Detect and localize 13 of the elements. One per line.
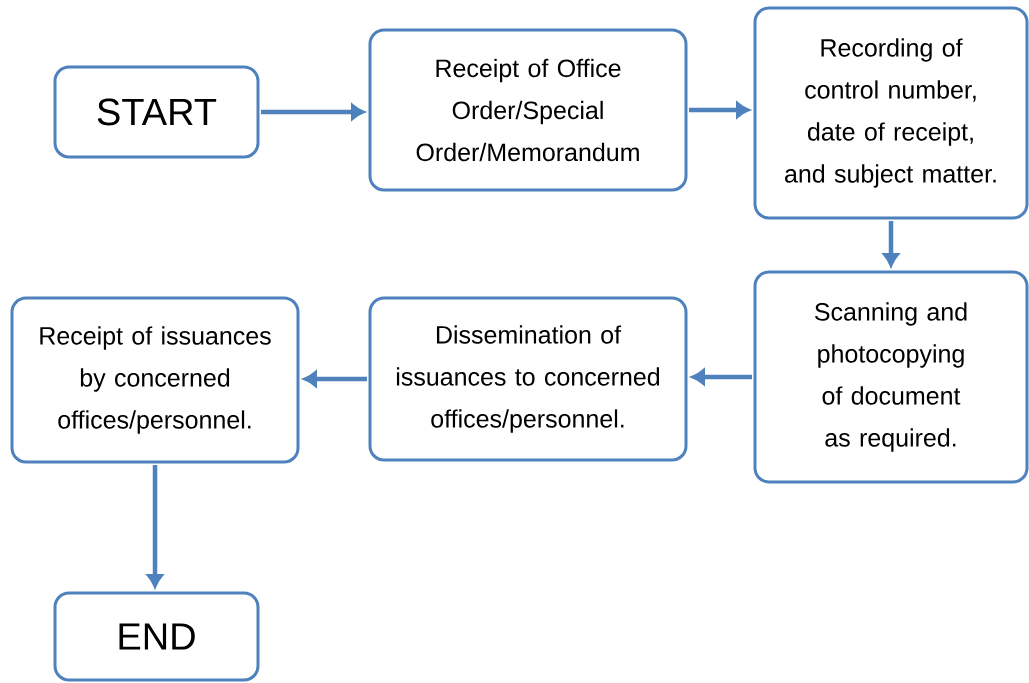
process-box: Dissemination of issuances to concerned offices/personnel.: [368, 296, 688, 462]
arrow: [147, 465, 163, 588]
arrow: [883, 221, 899, 267]
arrow: [261, 104, 365, 120]
arrow: [689, 102, 750, 118]
process-box: END: [53, 591, 260, 682]
process-box: Receipt of Office Order/Special Order/Memorandum: [368, 28, 688, 192]
process-box: Scanning and photocopying of document as required.: [753, 270, 1029, 484]
process-box: Receipt of issuances by concerned offices/personnel.: [10, 296, 300, 464]
process-box: Recording of control number, date of receipt, and subject matter.: [753, 6, 1029, 220]
process-box: START: [53, 65, 260, 159]
arrow: [691, 369, 752, 385]
arrow: [303, 371, 367, 387]
